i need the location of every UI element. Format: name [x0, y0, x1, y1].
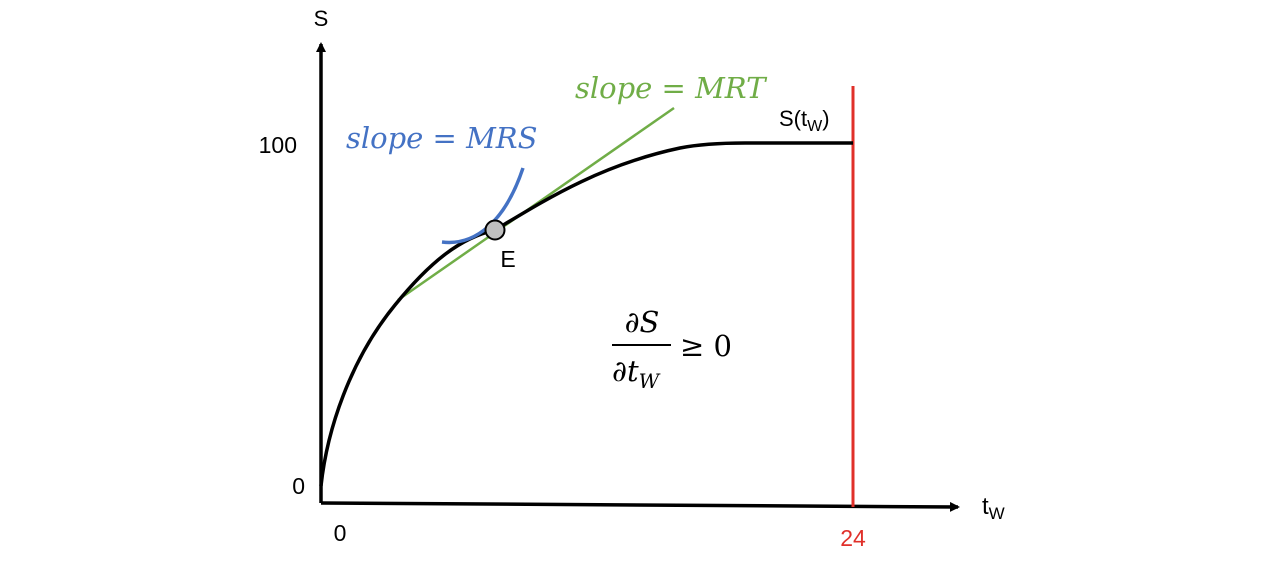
production-curve	[319, 141, 853, 487]
mrs-indifference-curve	[441, 167, 525, 245]
x-axis	[320, 501, 960, 512]
x-axis-label: tW	[982, 493, 1005, 523]
derivative-expression: ∂S ∂tW ≥ 0	[612, 305, 732, 393]
derivative-denominator: ∂tW	[612, 354, 661, 393]
mrs-label: slope = MRS	[346, 121, 537, 155]
derivative-relation: ≥ 0	[680, 329, 732, 363]
derivative-numerator: ∂S	[625, 305, 660, 339]
x-tick-0: 0	[334, 520, 347, 546]
equilibrium-label: E	[500, 246, 515, 272]
y-axis-label: S	[314, 6, 329, 31]
y-tick-100: 100	[259, 132, 297, 158]
x-tick-24: 24	[840, 525, 866, 551]
mrt-label: slope = MRT	[575, 71, 768, 105]
equilibrium-point	[484, 219, 506, 241]
y-tick-0: 0	[292, 473, 305, 499]
curve-label: S(tW)	[779, 106, 830, 135]
